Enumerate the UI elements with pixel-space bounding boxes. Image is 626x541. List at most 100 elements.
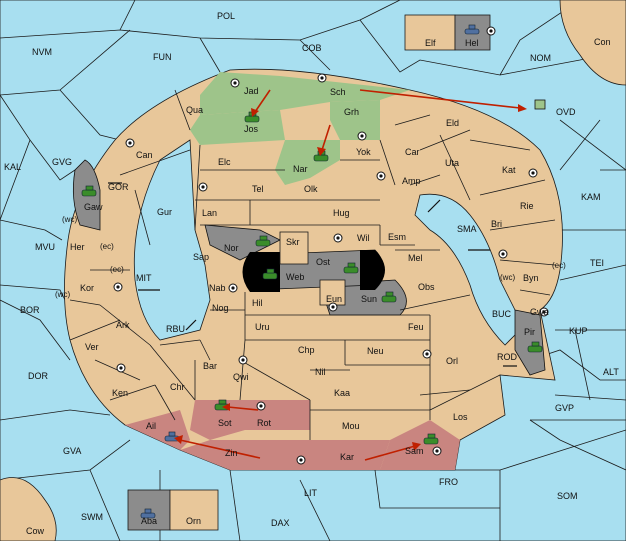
tank-unit[interactable] bbox=[343, 262, 359, 274]
province-label: Orn bbox=[186, 516, 202, 526]
province-label: Olk bbox=[304, 184, 318, 194]
sea-label: KAL bbox=[4, 162, 22, 172]
province-label: Rie bbox=[520, 201, 534, 211]
province-label: Sun bbox=[361, 294, 378, 304]
province-con[interactable] bbox=[559, 0, 626, 86]
province-label: Elc bbox=[218, 157, 231, 167]
sea-label: NVM bbox=[32, 47, 52, 57]
province-label: Skr bbox=[286, 237, 300, 247]
sea-label: MIT bbox=[136, 273, 152, 283]
province-label: Zin bbox=[225, 448, 238, 458]
sea-label: BUC bbox=[492, 309, 512, 319]
sea-label: BOR bbox=[20, 305, 40, 315]
tank-unit[interactable] bbox=[381, 291, 397, 303]
coast-label: (wc) bbox=[62, 215, 78, 224]
province-label: Rot bbox=[257, 418, 272, 428]
province-black-east bbox=[360, 250, 385, 290]
sea-label: OVD bbox=[556, 107, 576, 117]
province-label: Ark bbox=[116, 320, 130, 330]
province-orn[interactable] bbox=[169, 489, 219, 531]
tank-unit[interactable] bbox=[423, 433, 439, 445]
province-label: Nar bbox=[293, 164, 308, 174]
province-label: Bar bbox=[203, 361, 218, 371]
units bbox=[81, 24, 546, 519]
province-label: Yok bbox=[356, 147, 371, 157]
sea-label: NOM bbox=[530, 53, 551, 63]
province-grh[interactable] bbox=[330, 100, 380, 140]
province-kar[interactable] bbox=[300, 440, 390, 470]
province-label: Obs bbox=[418, 282, 435, 292]
province-label: Jos bbox=[244, 124, 259, 134]
sea-label: SWM bbox=[81, 512, 103, 522]
coast-label: (ec) bbox=[552, 261, 566, 270]
province-label: Chp bbox=[298, 345, 315, 355]
province-skr[interactable] bbox=[279, 231, 309, 265]
land-borders bbox=[69, 89, 556, 440]
province-cow[interactable] bbox=[0, 477, 57, 541]
order-arrows bbox=[174, 89, 527, 461]
province-label: Hug bbox=[333, 208, 350, 218]
province-label: Ost bbox=[316, 257, 331, 267]
province-label: Sam bbox=[405, 446, 424, 456]
province-sot[interactable] bbox=[190, 400, 245, 440]
province-label: Qwi bbox=[233, 372, 249, 382]
province-label: Ail bbox=[146, 421, 157, 431]
sea-label: FRO bbox=[439, 477, 458, 487]
province-sch[interactable] bbox=[280, 76, 410, 110]
pending-build-marker bbox=[534, 99, 546, 110]
province-label: Kor bbox=[80, 283, 95, 293]
province-jos[interactable] bbox=[190, 110, 285, 145]
coast-label: (ec) bbox=[100, 242, 114, 251]
sea-label: GVA bbox=[63, 446, 82, 456]
tank-unit[interactable] bbox=[262, 268, 278, 280]
province-label: Jad bbox=[244, 86, 259, 96]
province-label: Orl bbox=[446, 356, 458, 366]
province-label: Con bbox=[594, 37, 611, 47]
coast-label: (wc) bbox=[55, 290, 71, 299]
sea-label: RBU bbox=[166, 324, 186, 334]
sea-label: MVU bbox=[35, 242, 55, 252]
province-eun[interactable] bbox=[319, 279, 346, 306]
province-label: Kaa bbox=[334, 388, 351, 398]
sea-label: DAX bbox=[271, 518, 290, 528]
sea-label: SOM bbox=[557, 491, 578, 501]
province-label: Eun bbox=[326, 294, 343, 304]
province-label: Gaw bbox=[84, 202, 103, 212]
sea-label: GOR bbox=[108, 182, 129, 192]
province-label: Nil bbox=[315, 367, 326, 377]
coast-markers bbox=[108, 182, 517, 367]
fleet-unit[interactable] bbox=[464, 24, 480, 35]
tank-unit[interactable] bbox=[81, 185, 97, 197]
tank-unit[interactable] bbox=[527, 341, 543, 353]
sea-label: GVG bbox=[52, 157, 73, 167]
province-label: Uru bbox=[255, 322, 270, 332]
province-label: Gwa bbox=[530, 307, 549, 317]
province-nor[interactable] bbox=[204, 224, 281, 261]
fleet-unit[interactable] bbox=[140, 508, 156, 519]
sea-label: KAM bbox=[581, 192, 601, 202]
province-label: Can bbox=[136, 150, 153, 160]
tank-unit[interactable] bbox=[255, 235, 271, 247]
sea-label: GVP bbox=[555, 403, 575, 413]
province-label: Cow bbox=[26, 526, 45, 536]
province-label: Neu bbox=[367, 346, 384, 356]
sea-label: TEI bbox=[590, 258, 605, 268]
province-label: Esm bbox=[388, 232, 406, 242]
sea-label: SMA bbox=[457, 224, 477, 234]
province-label: Eld bbox=[446, 118, 460, 128]
province-label: Sot bbox=[218, 418, 232, 428]
province-label: Tel bbox=[252, 184, 264, 194]
province-label: Chr bbox=[170, 382, 185, 392]
sea-label: FUN bbox=[153, 52, 172, 62]
province-pir[interactable] bbox=[514, 309, 546, 376]
province-label: Elf bbox=[425, 38, 436, 48]
coast-label: (wc) bbox=[500, 273, 516, 282]
province-label: Lan bbox=[202, 208, 218, 218]
coast-label: (ec) bbox=[110, 265, 124, 274]
province-label: Byn bbox=[523, 273, 539, 283]
province-elf[interactable] bbox=[404, 14, 456, 51]
